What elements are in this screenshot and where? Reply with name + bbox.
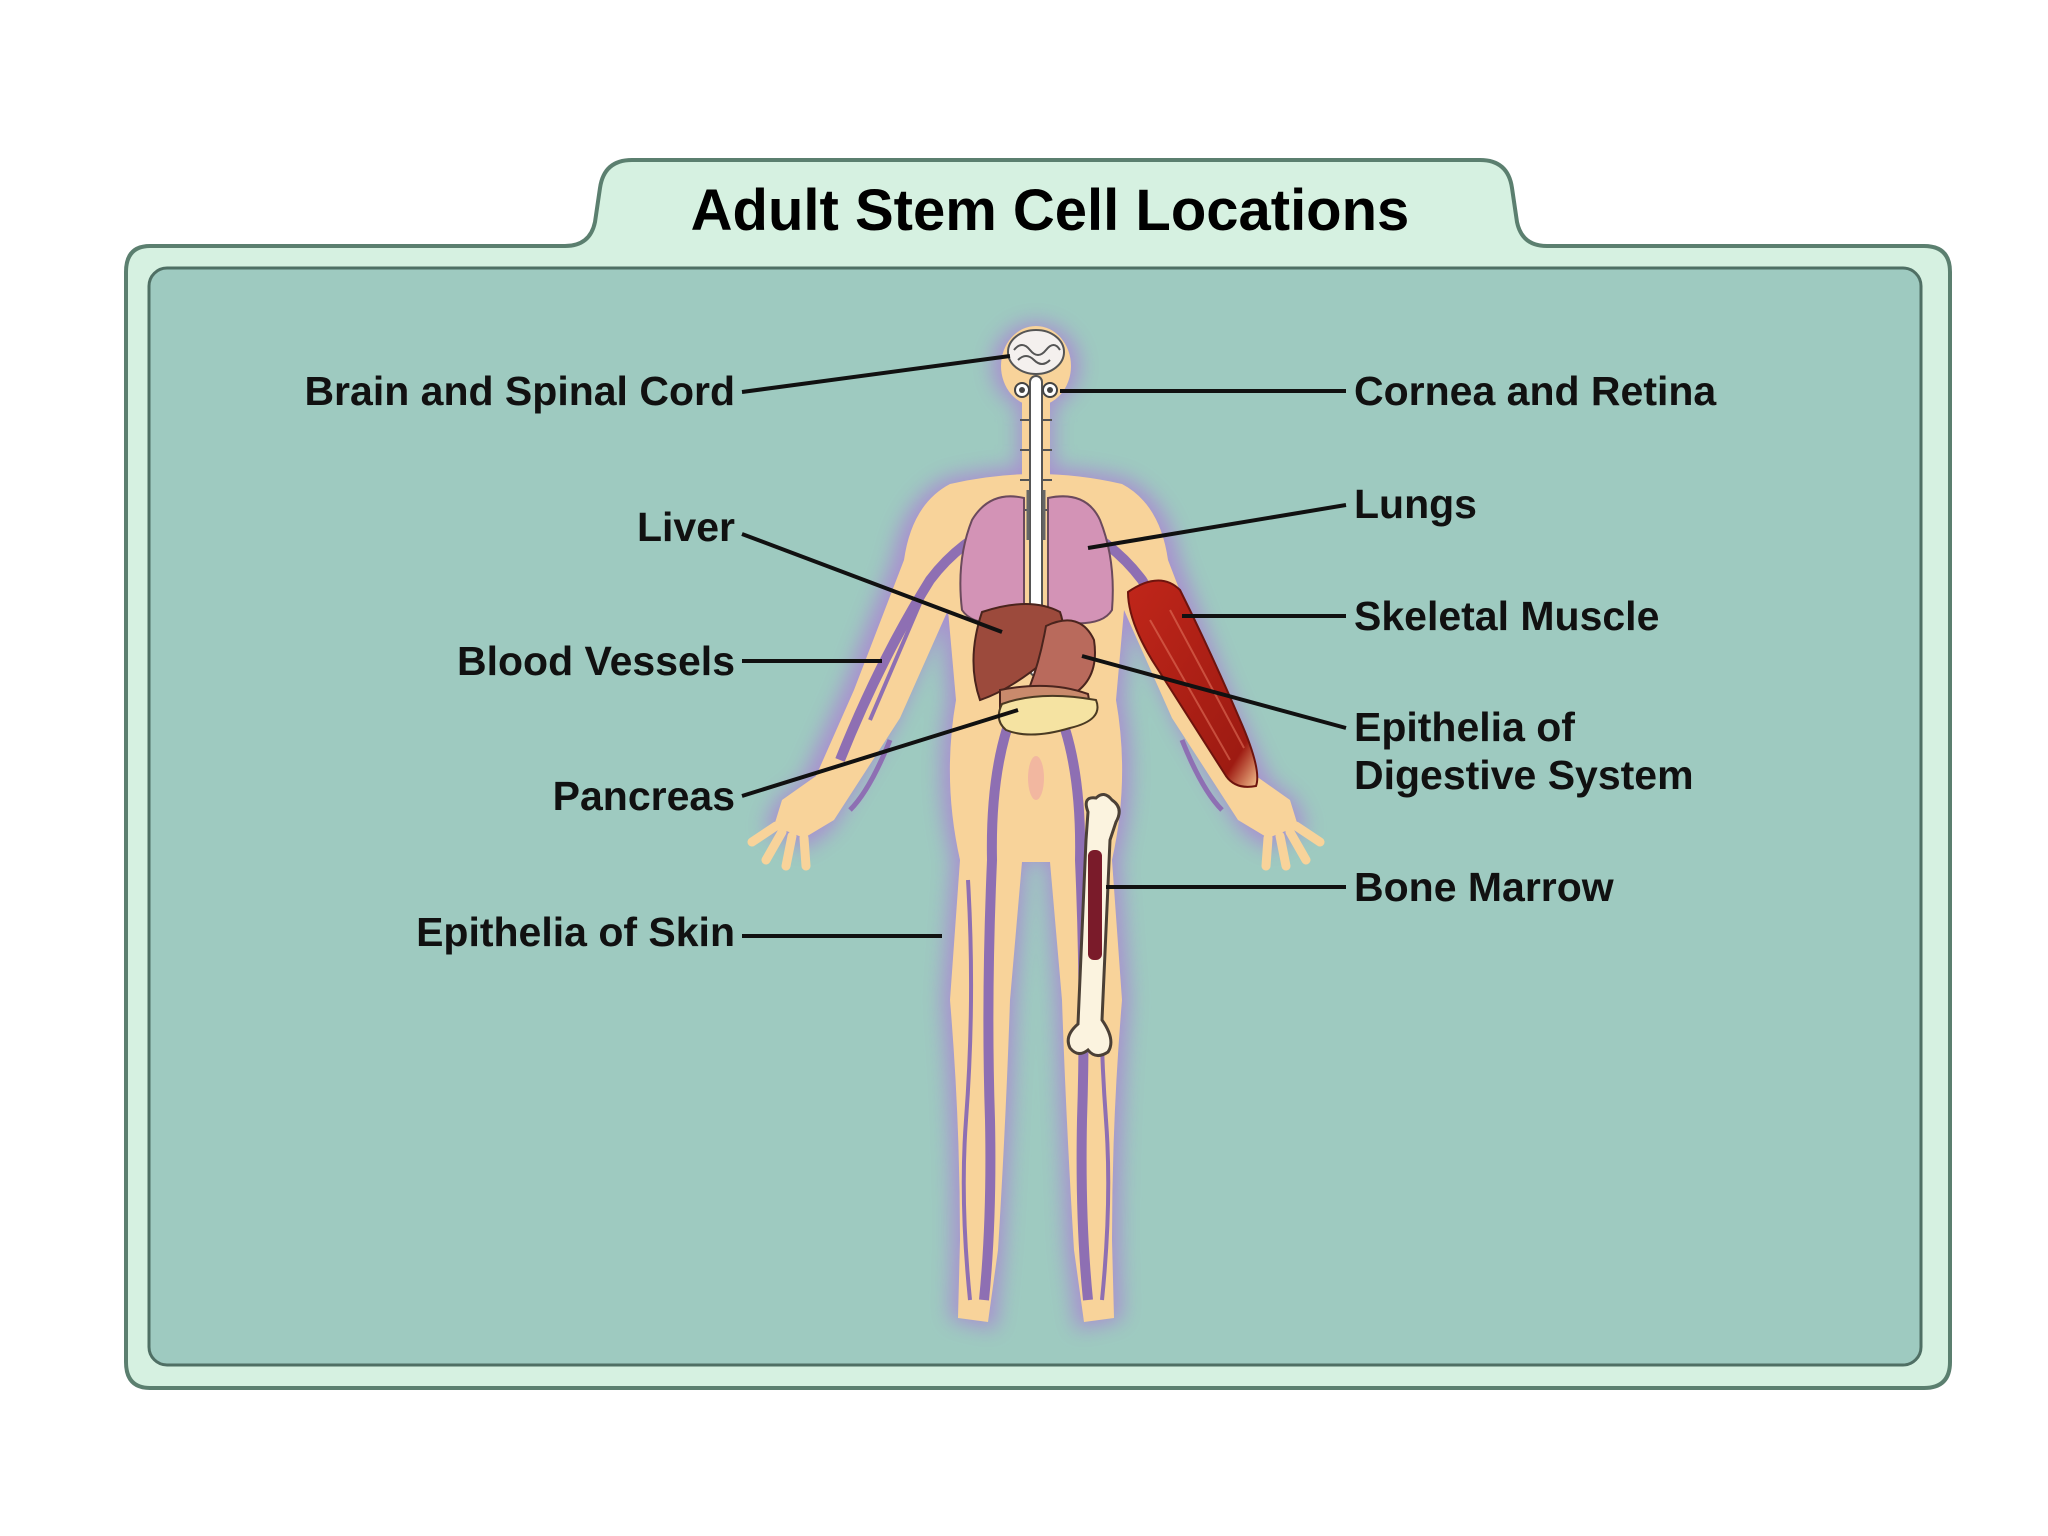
human-figure: [747, 322, 1325, 1330]
label-liver: Liver: [637, 504, 735, 550]
eyes: [1014, 382, 1058, 398]
label-epithelia-of-digestive-system-line2: Digestive System: [1354, 752, 1694, 798]
brain: [1007, 329, 1065, 375]
label-epithelia-of-skin: Epithelia of Skin: [416, 909, 735, 955]
label-blood-vessels: Blood Vessels: [457, 638, 735, 684]
label-bone-marrow: Bone Marrow: [1354, 864, 1614, 910]
lungs: [959, 495, 1114, 625]
leader-lines: [741, 354, 1347, 938]
spinal-cord: [1020, 375, 1052, 677]
label-brain-and-spinal-cord: Brain and Spinal Cord: [304, 368, 735, 414]
right-labels: Cornea and Retina Lungs Skeletal Muscle …: [1354, 368, 1717, 910]
label-epithelia-of-digestive-system-line1: Epithelia of: [1354, 704, 1575, 750]
femur-bone: [1066, 793, 1121, 1057]
arm-muscle: [1126, 579, 1259, 788]
label-lungs: Lungs: [1354, 481, 1477, 527]
label-skeletal-muscle: Skeletal Muscle: [1354, 593, 1659, 639]
pancreas-organ: [997, 694, 1099, 736]
bladder: [1028, 756, 1044, 800]
trachea: [1026, 490, 1046, 540]
left-labels: Brain and Spinal Cord Liver Blood Vessel…: [304, 368, 735, 955]
label-cornea-and-retina: Cornea and Retina: [1354, 368, 1717, 414]
label-pancreas: Pancreas: [553, 773, 735, 819]
page-title: Adult Stem Cell Locations: [691, 178, 1410, 243]
